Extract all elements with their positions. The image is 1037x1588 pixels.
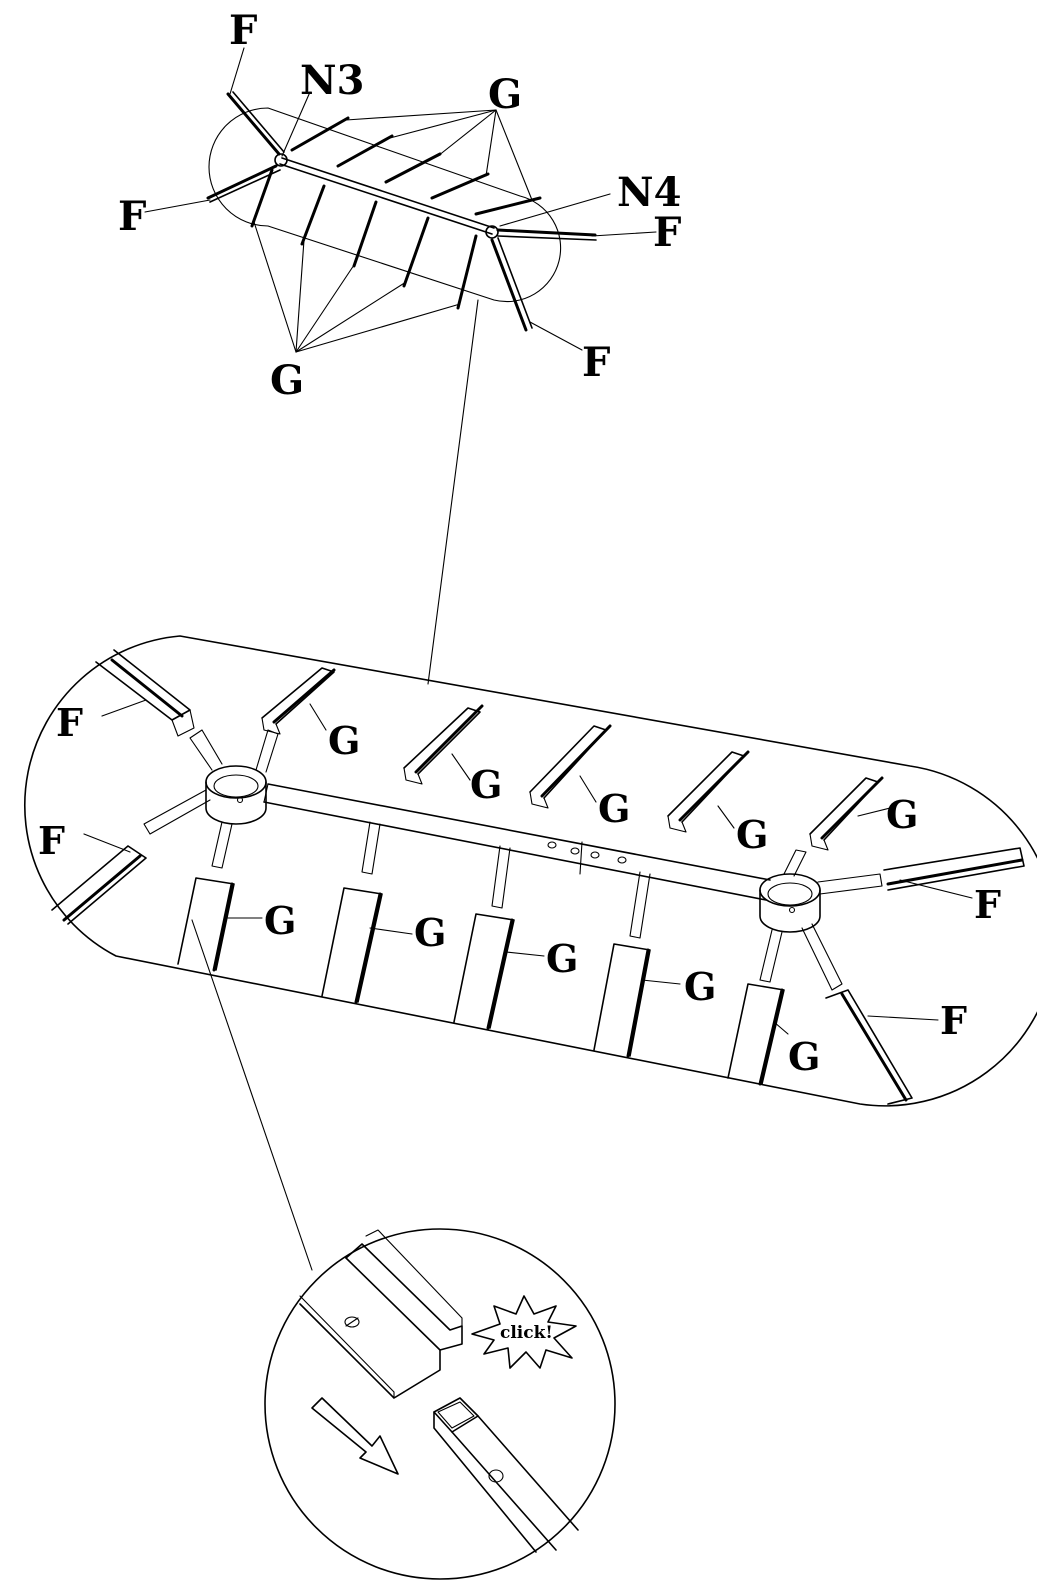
overview-leader-lines: [144, 47, 657, 685]
zoom-outline: [264, 1228, 616, 1580]
detail-hub-left: [143, 729, 279, 869]
overview-central-beam: [279, 157, 495, 235]
overview-g-bars-upper: [290, 116, 542, 216]
detail-label-f-4: F: [940, 998, 967, 1043]
overview-label-f-left: F: [118, 193, 146, 240]
detail-label-f-2: F: [38, 818, 65, 863]
overview-label-g-top: G: [488, 71, 522, 118]
detail-label-g-7: G: [414, 910, 446, 955]
detail-label-f-1: F: [56, 700, 83, 745]
zoom-square-tube: [433, 1397, 579, 1553]
detail-leader-lines: [83, 699, 973, 1271]
zoom-profile: [299, 1229, 463, 1399]
detail-outline: [24, 635, 1037, 1107]
zoom-direction-arrow: [311, 1397, 399, 1475]
overview-label-f-right: F: [653, 209, 681, 256]
overview-hub-n4: [485, 225, 499, 239]
overview-label-f-top: F: [229, 7, 257, 54]
detail-label-g-10: G: [788, 1034, 820, 1079]
overview-detail-outline: [208, 107, 562, 303]
detail-g-profiles-lower: [177, 821, 785, 1086]
overview-g-bars-lower: [250, 168, 478, 310]
detail-label-g-4: G: [736, 812, 768, 857]
detail-label-g-1: G: [328, 718, 360, 763]
detail-central-beam: [263, 783, 771, 901]
detail-g-profiles-upper: [261, 667, 884, 851]
detail-label-g-2: G: [470, 762, 502, 807]
click-text: click!: [500, 1323, 553, 1343]
overview-label-n4: N4: [617, 169, 681, 216]
overview-label-f-bottom: F: [582, 339, 610, 386]
detail-figure: F F G G G G G G G G G G F F: [24, 635, 1037, 1271]
overview-label-n3: N3: [300, 57, 364, 104]
detail-label-g-5: G: [886, 792, 918, 837]
overview-f-arms: [206, 91, 597, 332]
overview-hub-n3: [274, 153, 288, 167]
detail-hub-right: [759, 849, 883, 991]
overview-figure: F N3 G F N4 F F G: [118, 7, 681, 685]
zoom-figure: click!: [264, 1228, 616, 1580]
overview-label-g-bottom: G: [270, 357, 304, 404]
detail-label-g-6: G: [264, 898, 296, 943]
detail-label-g-3: G: [598, 786, 630, 831]
detail-f-profiles: [51, 649, 1025, 1105]
detail-label-g-9: G: [684, 964, 716, 1009]
click-burst: click!: [471, 1295, 577, 1369]
detail-label-f-3: F: [974, 882, 1001, 927]
detail-label-g-8: G: [546, 936, 578, 981]
